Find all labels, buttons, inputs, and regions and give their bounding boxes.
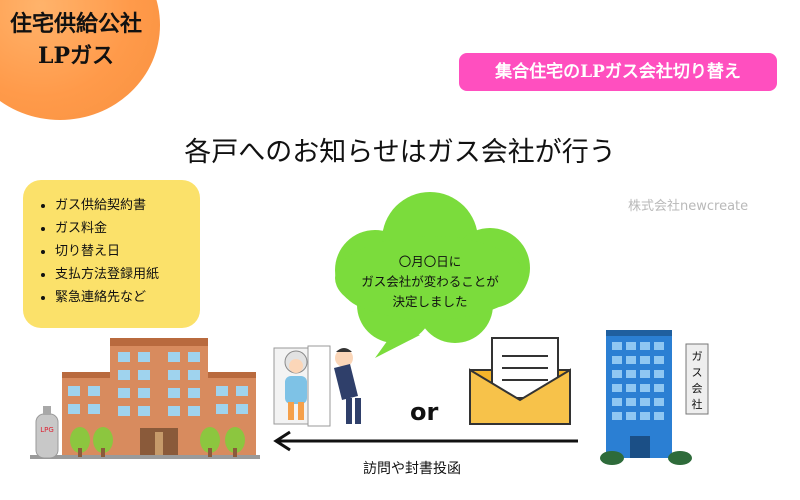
sign-char: 会 bbox=[692, 382, 703, 395]
badge-line2: LPガス bbox=[37, 43, 114, 69]
list-item: 切り替え日 bbox=[55, 240, 200, 263]
sign-char: ス bbox=[692, 366, 703, 379]
badge-label: 住宅供給公社 LPガス bbox=[6, 8, 146, 72]
envelope-icon bbox=[469, 337, 571, 425]
door-visit-illustration bbox=[273, 345, 361, 427]
left-arrow-icon bbox=[273, 430, 578, 452]
list-item: 支払方法登録用紙 bbox=[55, 263, 200, 286]
badge-line1: 住宅供給公社 bbox=[9, 11, 142, 37]
page-title: 各戸へのお知らせはガス会社が行う bbox=[184, 137, 616, 168]
gas-company-building: ガ ス 会 社 bbox=[600, 330, 709, 465]
gas-cylinder-label: LPG bbox=[40, 426, 54, 434]
sign-char: ガ bbox=[692, 350, 703, 363]
speech-bubble-cloud bbox=[335, 192, 530, 358]
header-tag: 集合住宅のLPガス会社切り替え bbox=[459, 53, 777, 91]
list-item: 緊急連絡先など bbox=[55, 286, 200, 309]
list-item: ガス供給契約書 bbox=[55, 194, 200, 217]
bubble-line1: 〇月〇日に bbox=[398, 254, 462, 269]
notice-list-box: ガス供給契約書 ガス料金 切り替え日 支払方法登録用紙 緊急連絡先など bbox=[23, 180, 200, 328]
arrow-caption: 訪問や封書投函 bbox=[363, 461, 461, 477]
gas-cylinder-icon: LPG bbox=[35, 406, 59, 459]
speech-bubble-text: 〇月〇日に ガス会社が変わることが 決定しました bbox=[350, 252, 510, 312]
notice-list: ガス供給契約書 ガス料金 切り替え日 支払方法登録用紙 緊急連絡先など bbox=[23, 180, 200, 309]
sign-char: 社 bbox=[692, 397, 703, 411]
list-item: ガス料金 bbox=[55, 217, 200, 240]
watermark: 株式会社newcreate bbox=[628, 199, 749, 214]
trees bbox=[70, 427, 245, 457]
bubble-line3: 決定しました bbox=[392, 294, 468, 309]
bubble-line2: ガス会社が変わることが bbox=[361, 274, 499, 289]
or-label: or bbox=[410, 398, 439, 426]
